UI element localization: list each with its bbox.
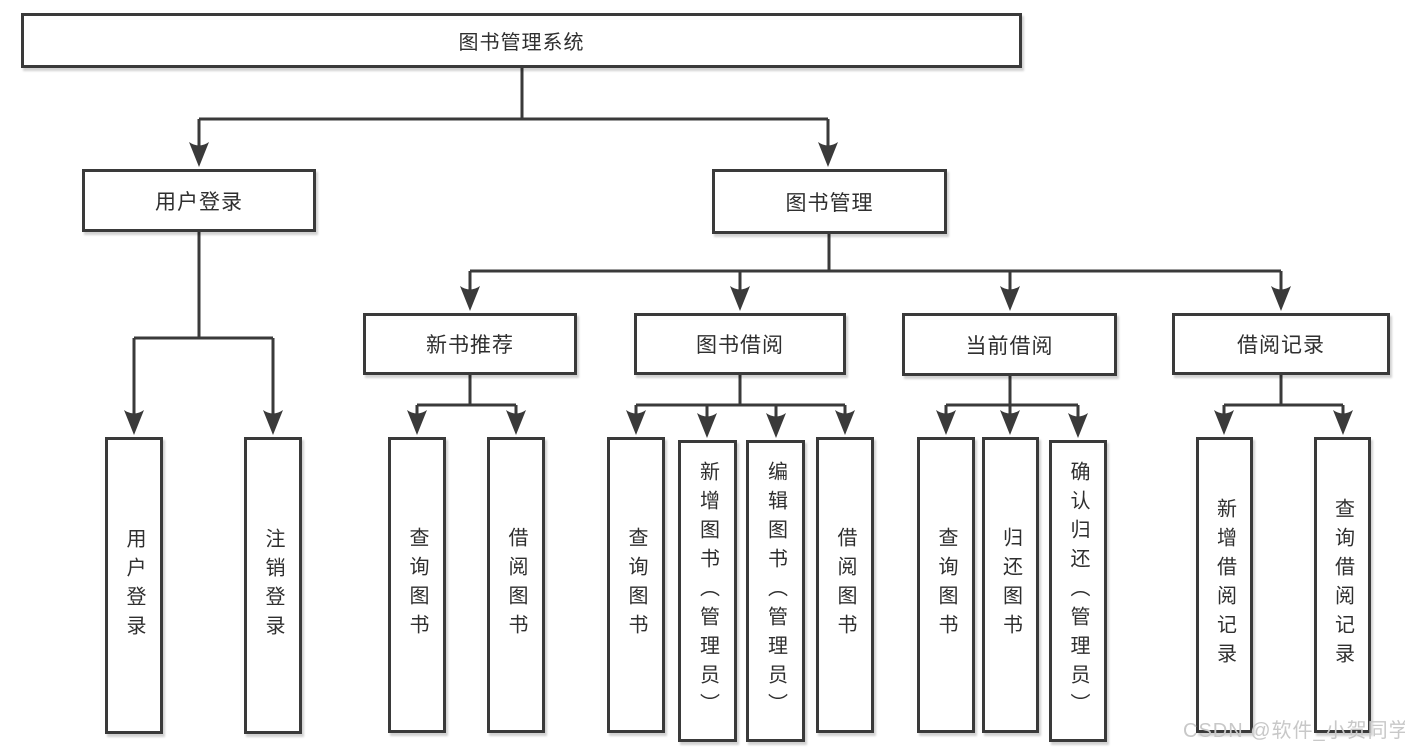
leaf-return-books: 归还图书	[982, 437, 1039, 733]
node-user-login: 用户登录	[82, 169, 316, 232]
leaf-borrow-books: 借阅图书	[816, 437, 874, 733]
leaf-edit-books-admin: 编辑图书（管理员）	[746, 440, 805, 742]
leaf-confirm-return-admin: 确认归还（管理员）	[1049, 440, 1107, 742]
node-book-management: 图书管理	[712, 169, 947, 234]
leaf-add-borrow-record: 新增借阅记录	[1196, 437, 1253, 733]
leaf-add-books-admin: 新增图书（管理员）	[678, 440, 737, 742]
connector-lines	[132, 66, 1345, 423]
leaf-borrow-books-recommend: 借阅图书	[487, 437, 545, 733]
node-book-borrow: 图书借阅	[634, 313, 846, 375]
node-current-borrow: 当前借阅	[902, 313, 1117, 376]
leaf-query-books-borrow: 查询图书	[607, 437, 665, 733]
node-new-book-recommend: 新书推荐	[363, 313, 577, 375]
leaf-user-login: 用户登录	[105, 437, 163, 734]
arrowheads	[124, 142, 1353, 438]
leaf-query-books-current: 查询图书	[917, 437, 975, 733]
leaf-query-books-recommend: 查询图书	[388, 437, 446, 733]
leaf-logout: 注销登录	[244, 437, 302, 734]
leaf-query-borrow-record: 查询借阅记录	[1314, 437, 1371, 733]
node-borrow-records: 借阅记录	[1172, 313, 1390, 375]
watermark: CSDN @软件_小贺同学	[1183, 720, 1405, 742]
node-root: 图书管理系统	[21, 13, 1022, 68]
